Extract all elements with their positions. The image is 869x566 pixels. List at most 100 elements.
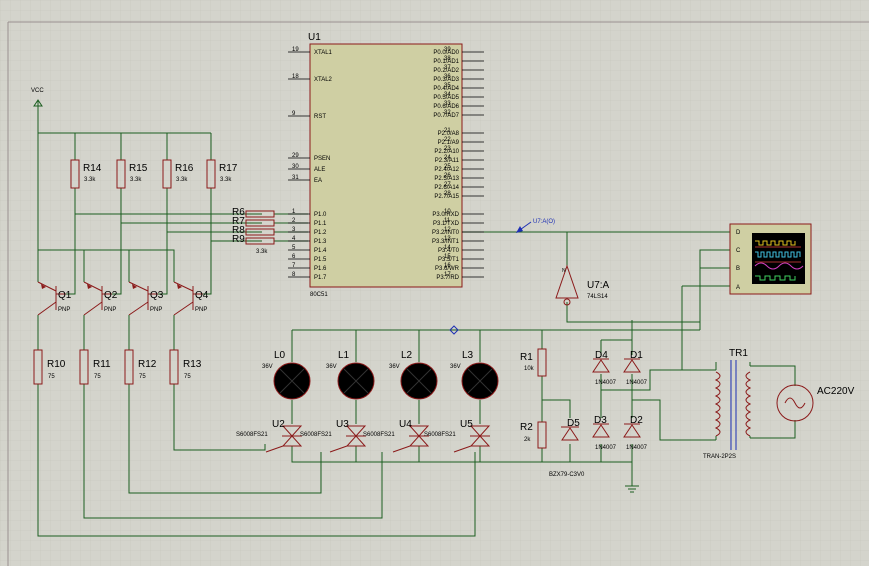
array-resistor-r8[interactable]: R8: [232, 225, 275, 236]
mcu-pin-num: 4: [292, 236, 296, 242]
divider-r2[interactable]: R2 2k: [520, 421, 547, 449]
mcu-pin-num: 16: [444, 263, 451, 269]
array-resistor-r6[interactable]: R6: [232, 207, 275, 218]
array-resistor-r9[interactable]: R9: [232, 234, 275, 245]
mcu-pin-name: P2.1/A9: [438, 140, 460, 146]
mcu-pin-num: 5: [292, 245, 296, 251]
mcu-pin-num: 3: [292, 227, 296, 233]
mcu-pin-name: P0.7/AD7: [433, 113, 459, 119]
divider-r1[interactable]: R1 10k: [520, 348, 547, 377]
lamp-ref: L1: [338, 350, 350, 361]
mcu-pin-name: P3.6/WR: [435, 266, 460, 272]
ac-source[interactable]: AC220V: [776, 384, 855, 422]
inverter-u7a[interactable]: N U7:A 74LS14: [555, 264, 610, 306]
resistor-ref: R10: [47, 359, 66, 370]
mcu-pin-name: P0.0/AD0: [433, 50, 459, 56]
resistor-value: 3.3k: [220, 177, 232, 183]
mcu-pin-num: 6: [292, 254, 296, 260]
mcu-pin-num: 21: [444, 128, 451, 134]
mcu-pin-num: 39: [444, 47, 451, 53]
net-probe[interactable]: U7:A(O): [516, 219, 555, 233]
mcu-pin-num: 18: [292, 74, 299, 80]
transformer-tr1[interactable]: TR1 TRAN-2P2S: [682, 348, 752, 460]
zener-d5[interactable]: D5 BZX79-C3V0: [549, 418, 585, 478]
mcu-pin-num: 34: [444, 92, 451, 98]
transistor-ref: Q2: [104, 290, 118, 301]
lamp-ref: L3: [462, 350, 474, 361]
mcu-pin-name: P1.3: [314, 239, 327, 245]
array-resistor-r7[interactable]: R7: [232, 216, 275, 227]
vcc-terminal[interactable]: VCC: [31, 88, 44, 107]
mcu-pin-name: P0.2/AD2: [433, 68, 459, 74]
